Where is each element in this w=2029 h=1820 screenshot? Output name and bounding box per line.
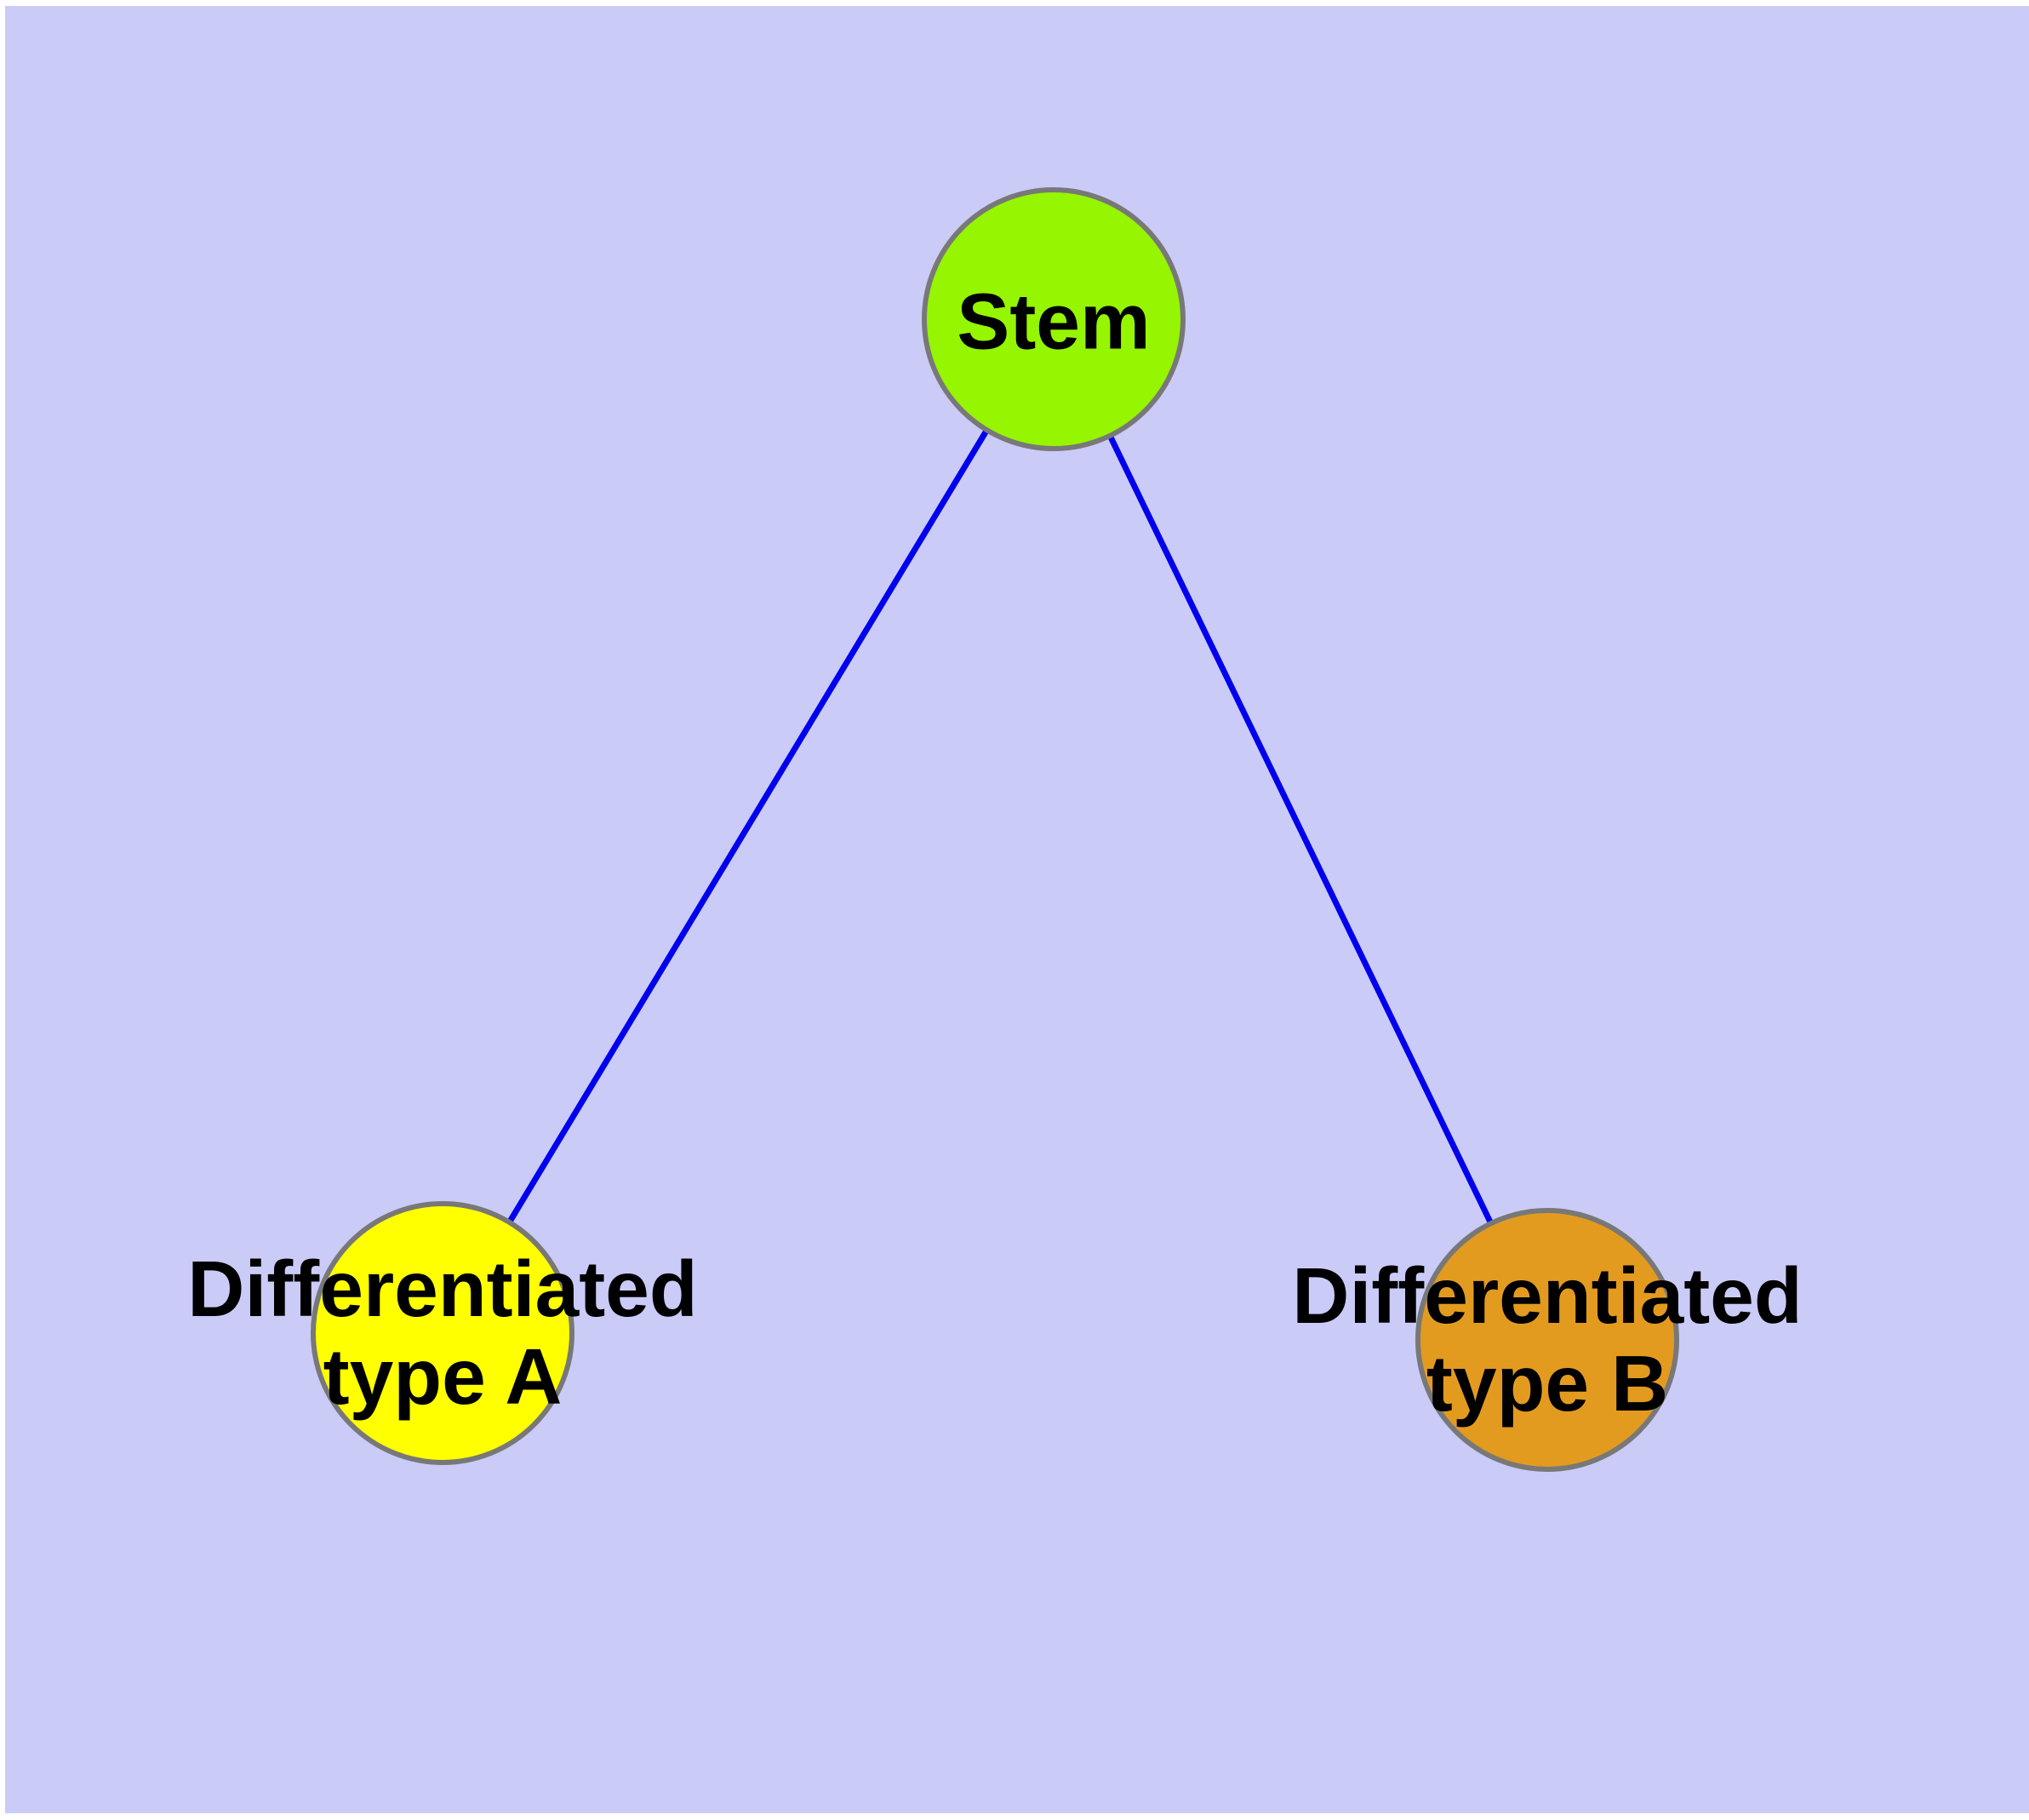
node-type-a-label: Differentiated type A [187, 1245, 697, 1421]
node-stem-circle [922, 187, 1186, 451]
node-type-b-circle [1415, 1208, 1679, 1472]
node-type-b-label: Differentiated type B [1292, 1252, 1802, 1428]
node-type-a-label-line1: Differentiated [187, 1245, 698, 1333]
node-type-b-label-line2: type B [1426, 1339, 1669, 1428]
node-stem-label: Stem [957, 278, 1150, 366]
node-type-b-label-line1: Differentiated [1292, 1251, 1803, 1340]
node-type-a-circle [311, 1201, 574, 1465]
edge-stem-to-type-a [440, 318, 1056, 1335]
node-stem-label-text: Stem [957, 277, 1151, 366]
node-type-a-label-line2: type A [323, 1332, 563, 1421]
edge-stem-to-type-b [1050, 318, 1551, 1342]
